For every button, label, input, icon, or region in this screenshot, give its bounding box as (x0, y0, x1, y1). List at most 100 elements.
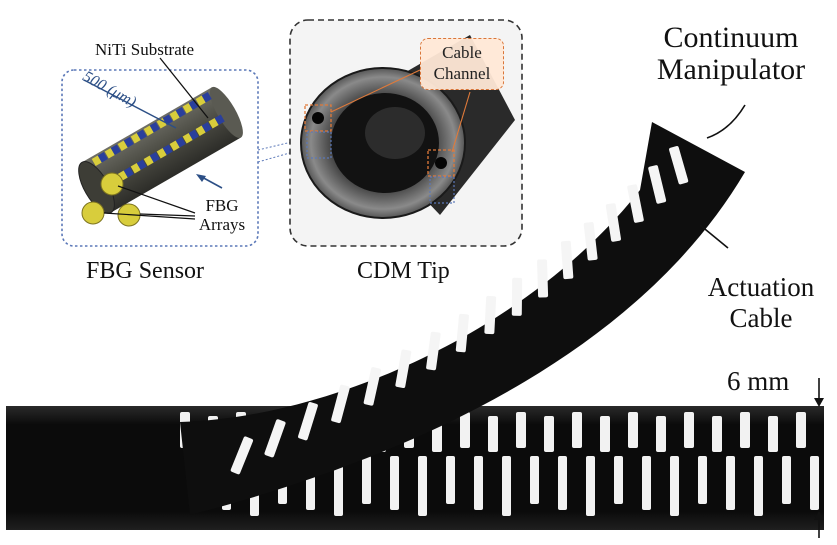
grating-band (104, 148, 115, 159)
grating-band (97, 152, 108, 163)
dimension-label: 6 mm (727, 366, 790, 396)
fbg-arrays-line1: FBG (205, 196, 239, 215)
grating-band (169, 140, 180, 151)
cable-channel-hole (435, 157, 447, 169)
channel-marker-blue (429, 176, 455, 204)
notch (740, 412, 750, 448)
grating-band (188, 129, 199, 140)
notch (712, 416, 722, 452)
channel-marker (304, 104, 332, 132)
dimension-arrows (814, 378, 824, 538)
notch (810, 456, 819, 510)
fbg-leader (139, 213, 196, 217)
fbg-arrays-label: FBG Arrays (196, 196, 248, 234)
notch (418, 456, 427, 516)
notch (511, 277, 523, 316)
grating-band (143, 125, 154, 136)
notch (230, 436, 254, 475)
fbg-sensor-inset (61, 57, 259, 247)
notch (537, 259, 549, 298)
notch (426, 331, 441, 371)
grating-band (130, 133, 141, 144)
grating-band (208, 118, 219, 129)
notch (782, 456, 791, 504)
grating-band (156, 118, 167, 129)
fbg-leader (103, 212, 196, 220)
continuum-line2: Manipulator (656, 53, 806, 86)
notch (670, 456, 679, 516)
fbg-sensor-caption: FBG Sensor (86, 258, 205, 284)
actuation-pointer (699, 224, 729, 249)
notch (614, 456, 623, 504)
grating-band (195, 95, 206, 106)
grating-band (91, 155, 102, 166)
inset-connector (257, 139, 301, 151)
notch (455, 313, 469, 353)
bent-notches (230, 146, 689, 475)
cable-channel-callout: Cable Channel (420, 38, 504, 90)
grating-band (123, 167, 134, 178)
grating-band (149, 122, 160, 133)
bent-manipulator (180, 122, 745, 515)
grating-band (110, 144, 121, 155)
notch (648, 165, 667, 204)
cable-channel-line2: Channel (433, 64, 491, 83)
notch (362, 456, 371, 504)
notch (516, 412, 526, 448)
grating-band (175, 137, 186, 148)
niti-substrate-label: NiTi Substrate (95, 40, 195, 59)
notch (627, 184, 644, 223)
notch (796, 412, 806, 448)
actuation-line1: Actuation (707, 272, 815, 302)
notch (484, 295, 497, 335)
notch (298, 402, 318, 441)
grating-band (182, 103, 193, 114)
grating-band (162, 144, 173, 155)
fbg-leader (117, 185, 196, 214)
notch (544, 416, 554, 452)
notch (656, 416, 666, 452)
actuation-line2: Cable (729, 303, 793, 333)
channel-marker-blue (306, 131, 332, 159)
grating-band (175, 107, 186, 118)
notch (605, 203, 621, 242)
grating-band (136, 159, 147, 170)
notch (488, 416, 498, 452)
notch (460, 412, 470, 448)
continuum-pointer (706, 104, 746, 139)
grating-band (169, 110, 180, 121)
grating-band (156, 148, 167, 159)
niti-pointer (159, 57, 209, 119)
grating-band (201, 122, 212, 133)
continuum-line1: Continuum (663, 21, 799, 54)
notch (684, 412, 694, 448)
fiber-core (100, 172, 124, 196)
fbg-grating-bands (91, 92, 225, 189)
notch (334, 456, 343, 516)
notch (586, 456, 595, 516)
cdm-tip-caption: CDM Tip (357, 258, 450, 284)
notch (572, 412, 582, 448)
notch (363, 367, 381, 406)
notch (390, 456, 399, 510)
grating-band (214, 114, 225, 125)
grating-band (188, 99, 199, 110)
notch (331, 384, 350, 424)
grating-band (130, 163, 141, 174)
notch (726, 456, 735, 510)
notch (530, 456, 539, 504)
grating-band (195, 125, 206, 136)
notch (698, 456, 707, 504)
notch (628, 412, 638, 448)
grating-band (123, 137, 134, 148)
grating-band (136, 129, 147, 140)
grating-band (201, 92, 212, 103)
grating-band (182, 133, 193, 144)
notch (768, 416, 778, 452)
notch (583, 222, 598, 261)
continuum-manipulator-label: Continuum Manipulator (636, 22, 826, 86)
notch (754, 456, 763, 516)
cable-channel-hole (312, 112, 324, 124)
notch (600, 416, 610, 452)
notch (395, 349, 412, 389)
